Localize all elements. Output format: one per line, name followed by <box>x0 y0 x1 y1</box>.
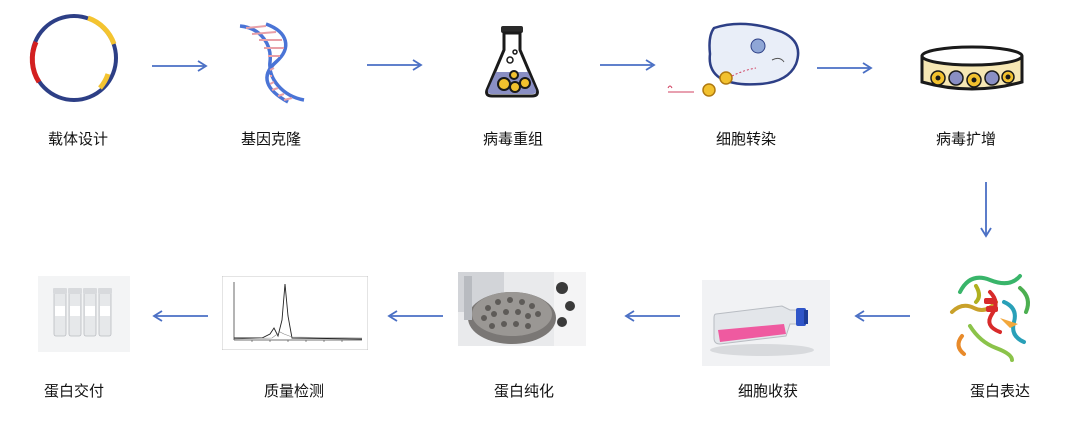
step-label-protein-expression: 蛋白表达 <box>969 382 1030 400</box>
step-label-cell-transfection: 细胞转染 <box>715 130 776 148</box>
step-label-virus-amplification: 病毒扩增 <box>935 130 996 148</box>
step-label-virus-recombination: 病毒重组 <box>482 130 543 148</box>
step-label-quality-testing: 质量检测 <box>263 382 324 400</box>
flow-arrow <box>600 59 656 71</box>
chromatogram-icon <box>222 276 368 350</box>
flow-arrow-left <box>152 310 208 322</box>
sample-vials-icon <box>38 276 130 352</box>
protein-structure-icon <box>950 274 1030 362</box>
step-label-protein-delivery: 蛋白交付 <box>43 382 104 400</box>
flow-arrow-down <box>980 182 992 238</box>
flow-arrow-left <box>624 310 680 322</box>
step-label-cell-harvest: 细胞收获 <box>737 382 798 400</box>
dna-helix-icon <box>239 22 305 104</box>
flow-arrow-left <box>854 310 910 322</box>
step-label-gene-cloning: 基因克隆 <box>240 130 301 148</box>
flow-arrow <box>152 60 208 72</box>
step-label-vector-design: 载体设计 <box>47 130 108 148</box>
step-label-protein-purification: 蛋白纯化 <box>493 382 554 400</box>
purification-instrument-icon <box>458 272 586 346</box>
flow-arrow <box>367 59 423 71</box>
flow-arrow-left <box>387 310 443 322</box>
cell-transfection-icon <box>667 22 800 97</box>
petri-dish-icon <box>920 45 1024 91</box>
conical-flask-icon <box>485 26 539 98</box>
plasmid-vector-icon <box>29 14 118 102</box>
cell-culture-flask-icon <box>702 280 830 366</box>
flow-arrow <box>817 62 873 74</box>
